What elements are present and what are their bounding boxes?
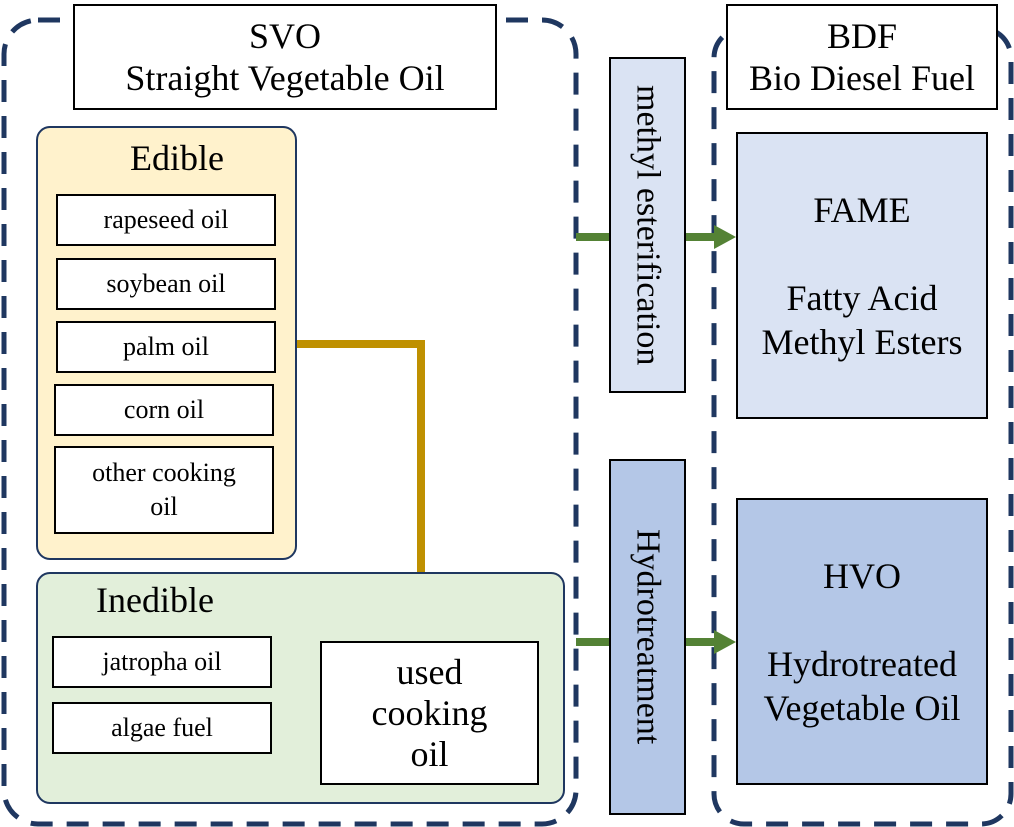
used-cooking-oil-box: used cooking oil [320, 641, 539, 785]
methyl-esterification-box: methyl esterification [609, 57, 686, 393]
palm-to-used-oil-arrow [297, 340, 425, 612]
edible-item-soybean: soybean oil [56, 258, 276, 310]
fame-abbr: FAME [813, 189, 911, 230]
edible-label: Edible [130, 138, 224, 178]
svo-full-name: Straight Vegetable Oil [125, 58, 445, 98]
edible-item-corn: corn oil [54, 384, 274, 436]
bdf-title-box: BDF Bio Diesel Fuel [726, 4, 998, 110]
hydrotreatment-label: Hydrotreatment [629, 529, 667, 745]
hvo-box: HVO Hydrotreated Vegetable Oil [736, 498, 988, 785]
inedible-label: Inedible [96, 580, 214, 620]
edible-item-other: other cooking oil [54, 446, 274, 534]
hydrotreatment-box: Hydrotreatment [609, 459, 686, 815]
fame-line2: Methyl Esters [761, 321, 963, 362]
edible-item-rapeseed: rapeseed oil [56, 194, 276, 246]
fame-arrowhead [714, 225, 736, 249]
svo-title-box: SVO Straight Vegetable Oil [73, 4, 497, 110]
inedible-item-algae: algae fuel [52, 702, 272, 754]
bdf-full-name: Bio Diesel Fuel [749, 58, 975, 98]
hvo-arrowhead [714, 630, 736, 654]
fame-line1: Fatty Acid [786, 277, 938, 318]
hvo-abbr: HVO [823, 555, 901, 596]
hvo-line1: Hydrotreated [767, 643, 957, 684]
inedible-item-jatropha: jatropha oil [52, 636, 272, 688]
svo-abbr: SVO [248, 16, 322, 56]
bdf-abbr: BDF [826, 16, 898, 56]
methyl-esterification-label: methyl esterification [629, 84, 667, 366]
fame-box: FAME Fatty Acid Methyl Esters [736, 132, 988, 419]
edible-item-palm: palm oil [56, 321, 276, 373]
hvo-line2: Vegetable Oil [763, 687, 961, 728]
